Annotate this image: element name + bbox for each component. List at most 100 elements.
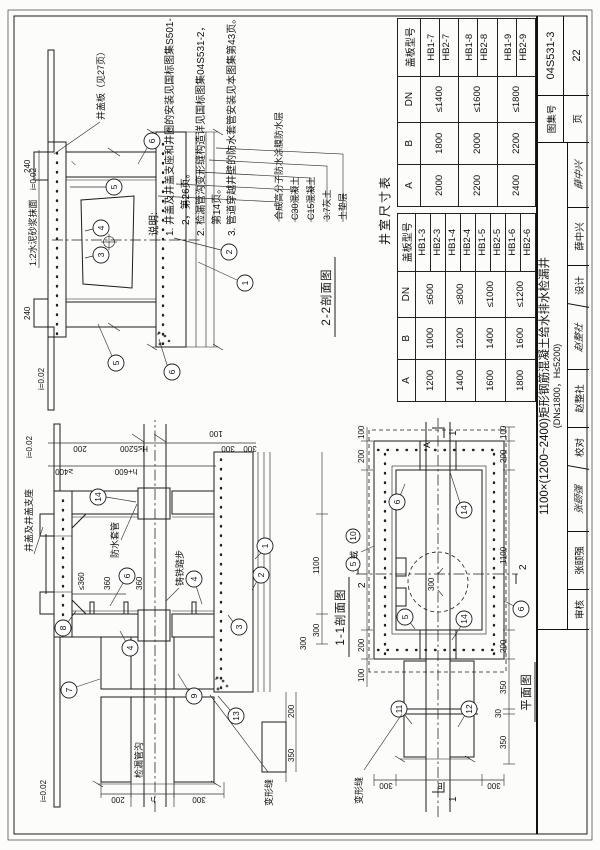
- dim-100: 100: [357, 668, 366, 682]
- callout-7: 7: [60, 678, 101, 699]
- dim-1100: 1100: [499, 546, 508, 564]
- atlas-number-box: 图集号 04S531-3 页 22: [538, 16, 589, 143]
- floor-layer-callouts: 合成高分子防水涂膜防水层 C30混凝土 C15混凝土 3:7灰土 土垫层: [157, 112, 348, 222]
- callout-3: 3: [84, 246, 110, 264]
- svg-text:4: 4: [96, 225, 106, 230]
- dim-240: 240: [23, 306, 32, 320]
- dim-200: 200: [73, 444, 87, 453]
- view-title-1-1: 1-1剖面图: [333, 588, 347, 645]
- view-title-2-2: 2-2剖面图: [319, 268, 333, 325]
- cover-plate-label: 井盖板（见27页）: [95, 47, 106, 120]
- section-marker-1: 1: [448, 430, 459, 436]
- section-2-2: i=0.02 1:2水泥砂浆抹面 i=0.02 240 240: [23, 47, 348, 411]
- callout-2: 2: [251, 566, 270, 591]
- dim-h: h: [151, 795, 155, 804]
- note-item: 2. 检漏管沟变形缝构造详见国标图集04S531-2，第14页。: [196, 21, 223, 237]
- svg-text:6: 6: [167, 369, 177, 374]
- callout-14: 14: [449, 471, 473, 519]
- callout-5-or-10: 5 或 10: [345, 528, 375, 572]
- dim-200: 200: [499, 639, 508, 653]
- joint-label: 变形缝: [263, 779, 274, 806]
- svg-text:5: 5: [109, 184, 119, 189]
- view-title-plan: 平面图: [520, 673, 533, 711]
- callout-6: 6: [503, 600, 530, 618]
- svg-text:6: 6: [147, 138, 157, 143]
- signature-sheji: 薛中兴: [574, 160, 586, 191]
- rotated-drawing-area: i=0.02 1:2水泥砂浆抹面 i=0.02 240 240: [6, 8, 594, 842]
- name-jiaodui: 赵整社: [568, 369, 589, 427]
- dim-200: 200: [499, 449, 508, 463]
- page-number: 22: [570, 49, 583, 62]
- dim-300: 300: [192, 795, 206, 804]
- or-label: 或: [349, 550, 359, 559]
- role-sheji: 设计: [568, 265, 589, 305]
- role-shenhe: 审核: [568, 589, 589, 629]
- svg-text:14: 14: [93, 492, 103, 502]
- approval-row: 审核 张颐强 张颐强 校对 赵整社 赵整社 设计 薛中兴 薛中兴: [568, 143, 589, 629]
- col-header-cover: 盖板型号: [397, 18, 421, 77]
- callout-13: 13: [217, 695, 245, 725]
- dim-300: 300: [487, 781, 501, 790]
- dim-200: 200: [357, 638, 366, 652]
- dim-B: B: [437, 781, 442, 790]
- signature-shenhe: 张颐强: [568, 465, 589, 533]
- callout-6: 6: [109, 567, 136, 607]
- layer-lime-soil-label: 3:7灰土: [321, 189, 332, 220]
- dim-300: 300: [427, 577, 436, 591]
- dim-200: 200: [357, 449, 366, 463]
- col-header-B: B: [397, 122, 421, 165]
- col-header-B: B: [397, 317, 416, 360]
- col-header-A: A: [397, 164, 421, 207]
- dim-300: 300: [221, 444, 235, 453]
- svg-text:13: 13: [231, 711, 241, 721]
- dim-100: 100: [209, 429, 223, 438]
- callout-6: 6: [137, 132, 161, 165]
- atlas-number-label: 图集号: [538, 95, 563, 142]
- callout-14: 14: [89, 488, 137, 506]
- notes-heading: 说明:: [148, 212, 160, 236]
- dim-350: 350: [287, 748, 296, 762]
- svg-text:9: 9: [189, 693, 199, 698]
- svg-text:5: 5: [400, 614, 410, 619]
- steps-label: 铸铁踏步: [174, 550, 185, 586]
- layer-c30-label: C30混凝土: [289, 176, 300, 220]
- section-marker-1: 1: [448, 796, 459, 802]
- dim-360: 360: [103, 576, 112, 590]
- col-header-DN: DN: [397, 271, 416, 318]
- callout-5: 5: [97, 323, 125, 372]
- role-jiaodui: 校对: [568, 427, 589, 467]
- dim-360: 360: [135, 576, 144, 590]
- svg-text:5: 5: [111, 360, 121, 365]
- callout-4: 4: [84, 219, 110, 237]
- name-shenhe: 张颐强: [568, 531, 589, 589]
- callout-9: 9: [177, 673, 203, 705]
- notes-block: 说明: 1. 井盖及井盖支座和井圈的安装见国标图集S501-2，第26页。 2.…: [146, 12, 241, 236]
- drawing-title: 1100×(1200~2400)矩形钢筋混凝土给水排水检漏井 (DN≤1800，…: [538, 143, 569, 629]
- svg-text:14: 14: [459, 505, 469, 515]
- svg-text:11: 11: [394, 704, 404, 713]
- svg-text:12: 12: [464, 704, 474, 714]
- section-marker-2: 2: [357, 582, 368, 588]
- section-1-1: i=0.02 井盖及井盖支座 i=0.02: [23, 420, 350, 812]
- sheet-frame: [7, 9, 593, 841]
- dim-30: 30: [494, 709, 503, 718]
- sleeve-label: 防水套管: [109, 522, 120, 558]
- svg-text:4: 4: [125, 645, 135, 650]
- svg-text:2: 2: [224, 249, 234, 254]
- callout-3: 3: [227, 614, 248, 636]
- dim-300: 300: [379, 781, 393, 790]
- callout-6: 6: [158, 338, 181, 381]
- marker-A: A: [422, 442, 432, 448]
- slope-label: i=0.02: [37, 367, 46, 390]
- callout-8: 8: [54, 610, 77, 637]
- note-item: 3. 管道穿越井壁的防水套管安装见本图集第43页。: [227, 13, 239, 236]
- svg-text:6: 6: [516, 606, 526, 611]
- note-item: 1. 井盖及井盖支座和井圈的安装见国标图集S501-2，第26页。: [165, 18, 192, 236]
- dim-350: 350: [499, 680, 508, 694]
